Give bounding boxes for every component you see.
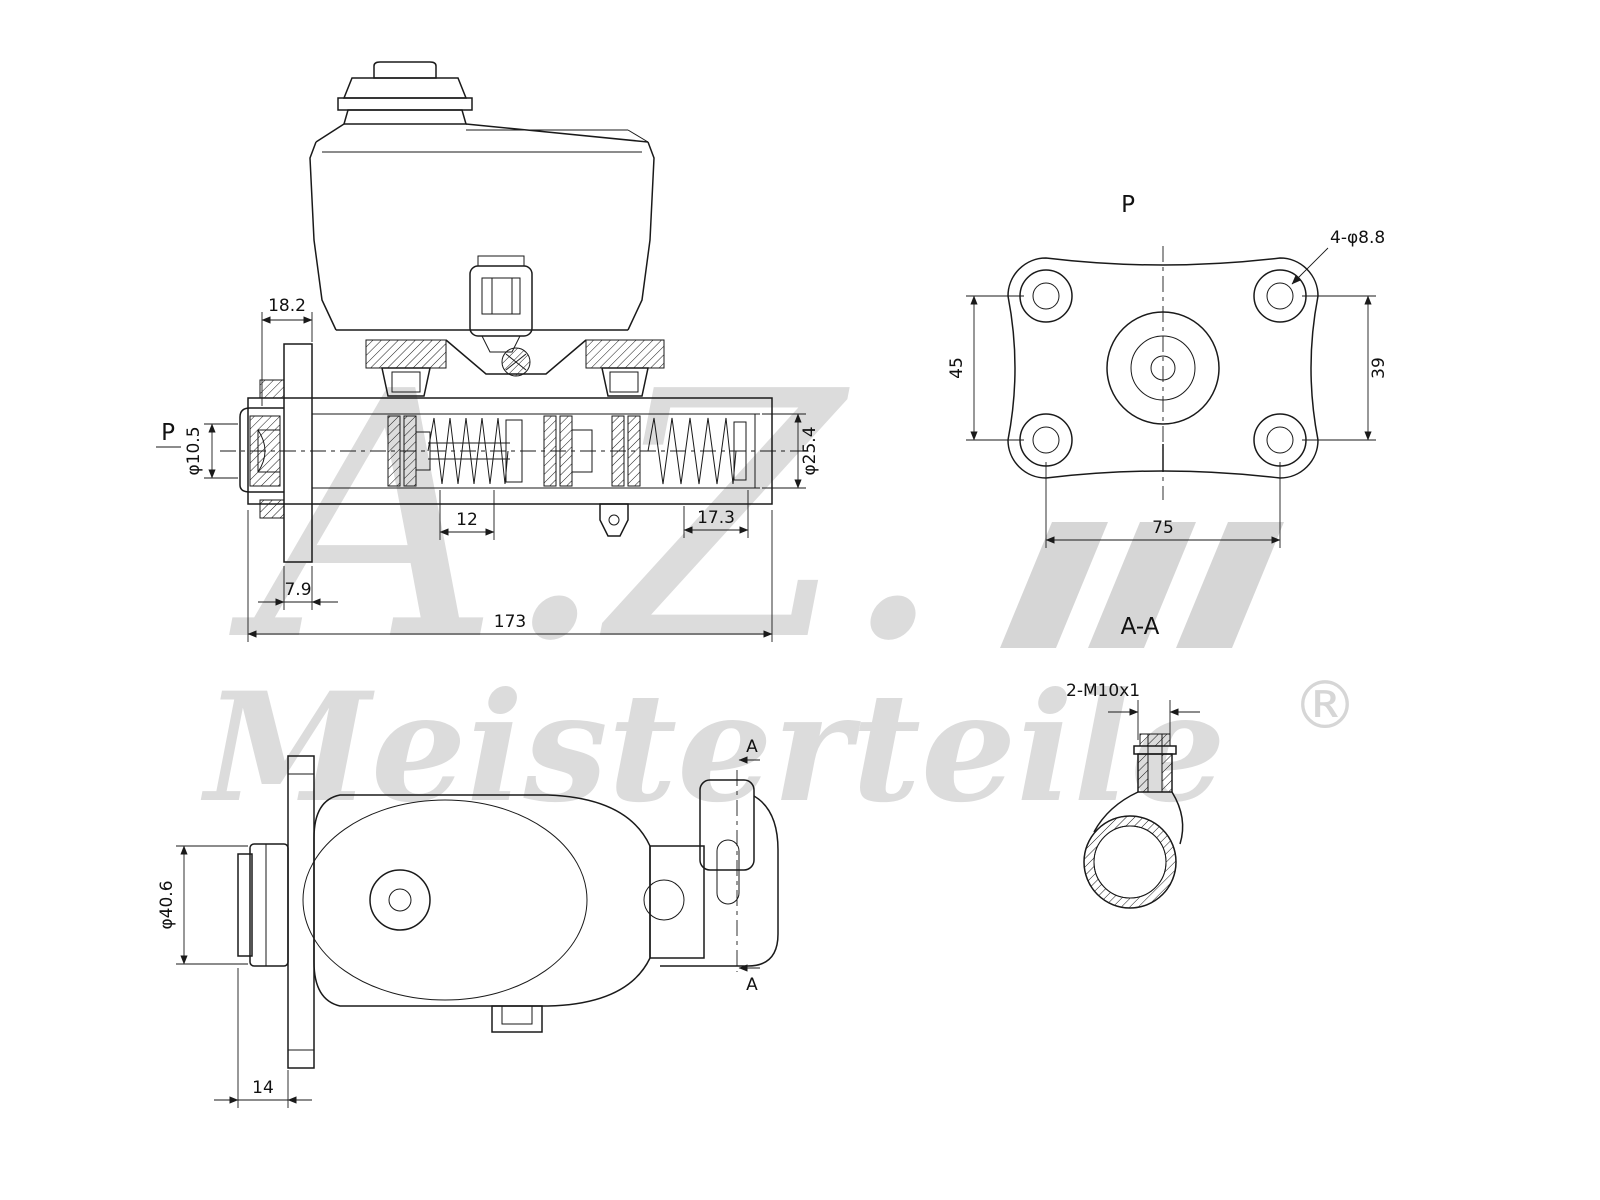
mounting-ear bbox=[699, 779, 755, 871]
pushrod-end-cap bbox=[239, 407, 284, 493]
dim-dia-40-6: φ40.6 bbox=[157, 880, 177, 929]
dim-173: 173 bbox=[494, 612, 526, 632]
dim-2-m10x1: 2-M10x1 bbox=[1066, 681, 1140, 701]
dim-14: 14 bbox=[252, 1078, 274, 1098]
dim-45: 45 bbox=[947, 357, 967, 379]
dim-75: 75 bbox=[1152, 518, 1174, 538]
section-label-a-bottom: A bbox=[746, 975, 758, 995]
cylinder-body bbox=[239, 343, 773, 563]
dim-7-9: 7.9 bbox=[284, 580, 311, 600]
section-line-a-a: A A bbox=[736, 737, 760, 995]
dim-18-2: 18.2 bbox=[268, 296, 306, 316]
dim-4-dia-8-8: 4-φ8.8 bbox=[1330, 228, 1385, 248]
registered-mark: ® bbox=[1292, 667, 1358, 744]
section-label-a-top: A bbox=[746, 737, 758, 757]
watermark-logo-bars bbox=[1000, 522, 1284, 648]
dim-dia-10-5: φ10.5 bbox=[184, 426, 204, 475]
flange-dimensions: 4-φ8.8 45 39 75 bbox=[947, 228, 1389, 548]
main-dimensions: 18.2 P φ10.5 φ25.4 12 17.3 bbox=[156, 296, 820, 642]
reservoir-cap bbox=[337, 61, 473, 125]
flange-view-p: P 4-φ8.8 45 39 bbox=[947, 192, 1389, 548]
dim-dia-25-4: φ25.4 bbox=[800, 426, 820, 475]
dim-17-3: 17.3 bbox=[697, 508, 735, 528]
piston-assembly bbox=[387, 415, 747, 487]
side-view-dimensions: φ40.6 14 bbox=[157, 845, 312, 1108]
watermark: A.Z. Meisterteile ® bbox=[200, 320, 1358, 836]
side-view: A A φ40.6 14 bbox=[157, 737, 779, 1108]
watermark-script: A.Z. bbox=[228, 320, 947, 716]
end-boot bbox=[237, 843, 289, 967]
outlet-fitting bbox=[599, 503, 629, 537]
reservoir bbox=[309, 123, 655, 331]
section-view-a-a: A-A 2-M10x1 bbox=[1066, 614, 1200, 909]
flange-view-title: P bbox=[1121, 192, 1135, 218]
reservoir-mounting-grommets bbox=[365, 339, 665, 397]
section-dimensions: 2-M10x1 bbox=[1066, 681, 1200, 740]
dim-12: 12 bbox=[456, 510, 478, 530]
view-direction-p: P bbox=[161, 420, 175, 446]
watermark-name: Meisterteile bbox=[200, 660, 1226, 836]
cylinder-body-side bbox=[302, 779, 779, 1033]
section-title: A-A bbox=[1121, 614, 1160, 640]
port-fitting-section bbox=[1083, 733, 1184, 909]
dim-39: 39 bbox=[1369, 357, 1389, 379]
mounting-flange bbox=[283, 343, 313, 563]
main-section-view: 18.2 P φ10.5 φ25.4 12 17.3 bbox=[156, 61, 820, 642]
